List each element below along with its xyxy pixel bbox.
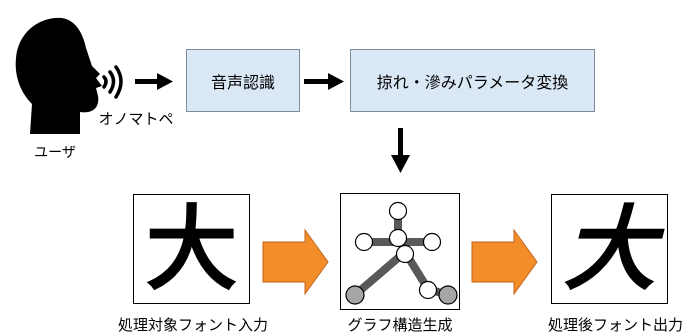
graph-node-middle — [395, 244, 415, 264]
speech-recognition-box: 音声認識 — [186, 49, 300, 112]
user-label: ユーザ — [34, 145, 76, 161]
arrow-user-to-recognition — [135, 73, 173, 90]
graph-end-node-left — [345, 285, 365, 305]
graph-end-node-right — [438, 285, 458, 305]
input-font-frame: 大 — [133, 194, 250, 304]
input-font-caption: 処理対象フォント入力 — [118, 316, 269, 334]
parameter-conversion-box: 掠れ・滲みパラメータ変換 — [350, 49, 595, 112]
output-font-frame: 大 — [551, 194, 668, 304]
graph-structure-caption: グラフ構造生成 — [347, 316, 453, 334]
orange-arrow-input-to-graph — [262, 228, 329, 296]
user-head-icon — [15, 17, 103, 134]
orange-arrow-graph-to-output — [471, 228, 538, 296]
graph-node-right — [422, 232, 442, 252]
graph-node-top — [388, 201, 408, 221]
arrow-conversion-to-graph — [391, 128, 410, 173]
parameter-conversion-text: 掠れ・滲みパラメータ変換 — [376, 72, 569, 92]
output-font-caption: 処理後フォント出力 — [547, 316, 683, 334]
graph-structure-frame — [340, 193, 460, 310]
onomatopoeia-label: オノマトペ — [98, 110, 174, 128]
graph-node-bottom-right — [418, 280, 438, 300]
sound-waves-icon — [102, 65, 123, 99]
input-font-glyph: 大 — [145, 195, 238, 303]
graph-node-center — [388, 228, 408, 248]
graph-node-left — [354, 232, 374, 252]
output-font-glyph: 大 — [563, 195, 656, 303]
graph-nodes — [345, 201, 458, 305]
speech-recognition-text: 音声認識 — [210, 72, 275, 92]
arrow-recognition-to-conversion — [304, 73, 344, 90]
